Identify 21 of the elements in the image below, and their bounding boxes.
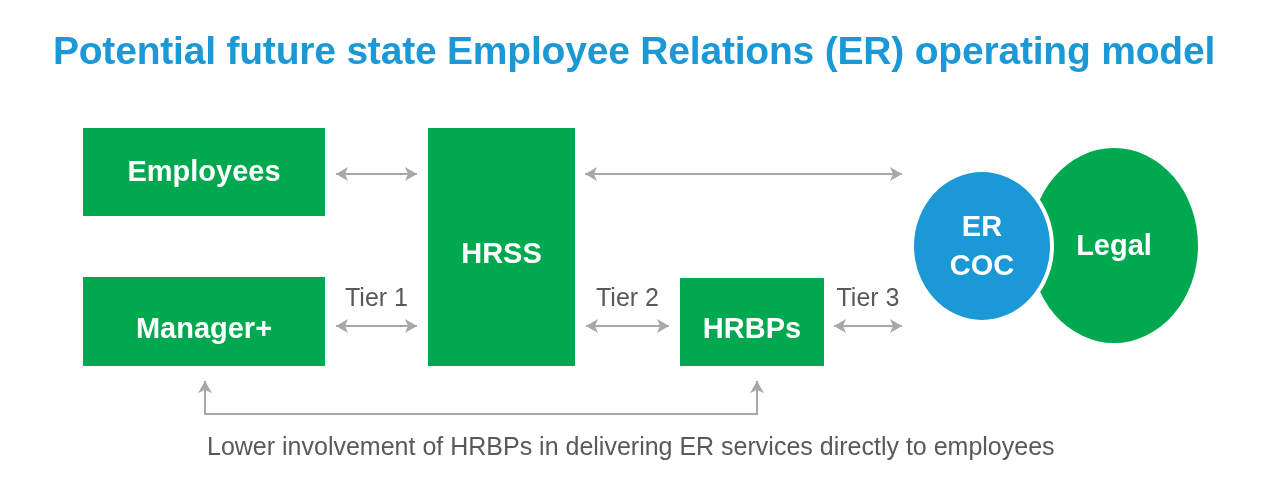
process-box [83, 128, 325, 216]
double-arrow [335, 319, 418, 333]
node-label: HRBPs [702, 311, 802, 347]
edge-label: Tier 1 [345, 282, 408, 312]
node-label: Manager+ [135, 310, 273, 346]
node-label: HRSS [461, 236, 542, 272]
title: Potential future state Employee Relations (ER) operating model [52, 28, 1216, 74]
process-box [83, 277, 325, 366]
process-box [680, 278, 824, 366]
edge-label: Tier 3 [836, 282, 900, 312]
node-label: ER COC [948, 208, 1016, 283]
double-arrow [585, 319, 670, 333]
double-arrow [833, 319, 903, 333]
edge-label: Tier 2 [596, 282, 659, 312]
process-box [428, 128, 575, 366]
double-arrow [335, 167, 418, 181]
node-label: Employees [127, 154, 281, 190]
double-arrow [584, 167, 903, 181]
node-label: Legal [1076, 227, 1152, 263]
note-text: Lower involvement of HRBPs in delivering ER services directly to employees [207, 431, 1055, 461]
double-arrow [198, 380, 764, 415]
